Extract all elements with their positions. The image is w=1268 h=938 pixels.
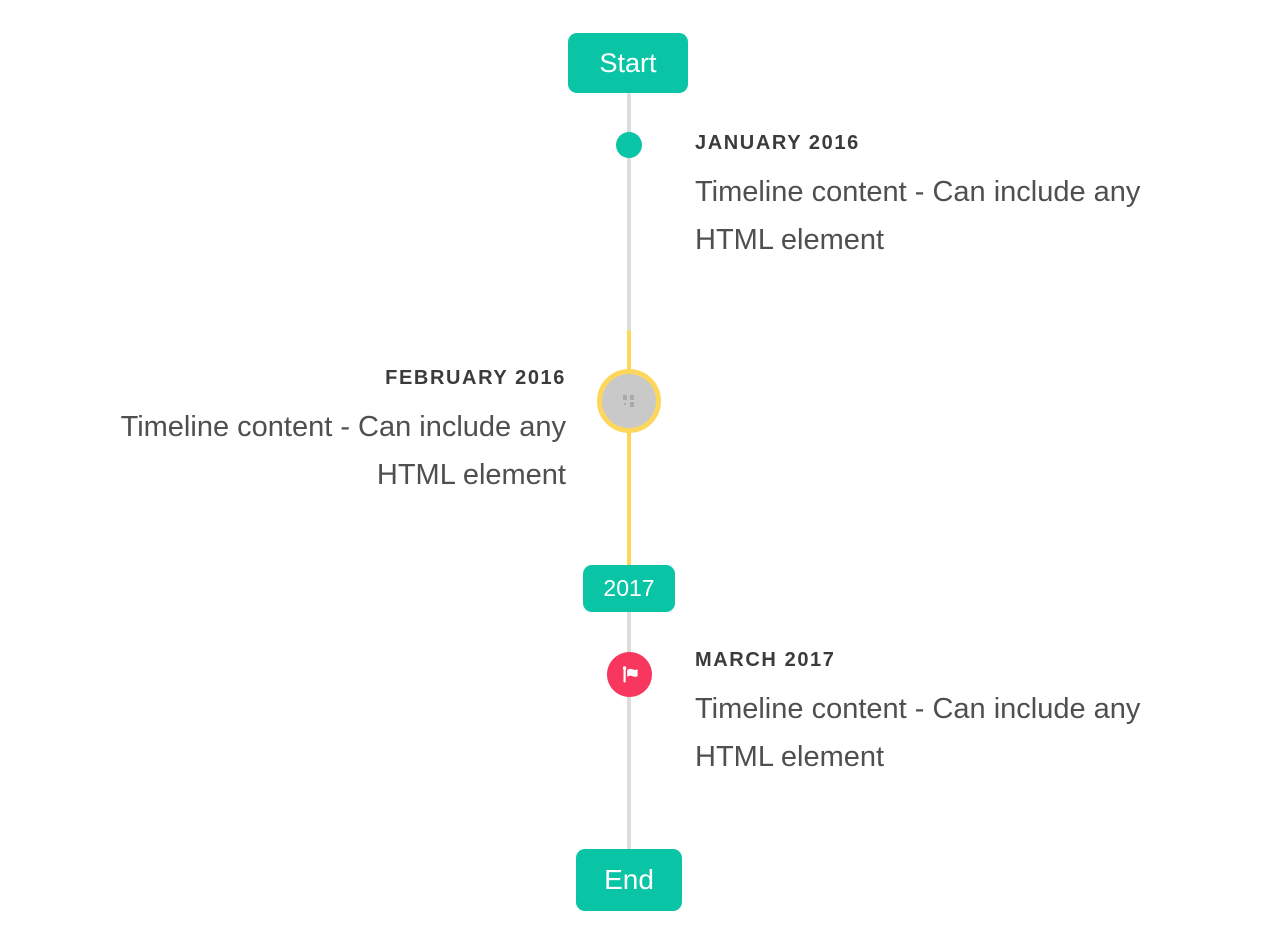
timeline-entry-march: MARCH 2017 Timeline content - Can includ… [695, 648, 1223, 781]
timeline-marker-image-circle [597, 369, 661, 433]
start-badge: Start [568, 33, 688, 93]
timeline-marker-flag-circle [607, 652, 652, 697]
entry-period-label: MARCH 2017 [695, 649, 836, 671]
entry-content-text: Timeline content - Can include any HTML … [695, 693, 1141, 773]
entry-content-text: Timeline content - Can include any HTML … [120, 411, 566, 491]
flag-icon [622, 665, 638, 682]
timeline-entry-january: JANUARY 2016 Timeline content - Can incl… [695, 131, 1223, 264]
broken-image-icon [623, 395, 634, 407]
entry-period-label: JANUARY 2016 [695, 132, 860, 154]
timeline-marker-dot [616, 132, 642, 158]
end-badge: End [576, 849, 682, 911]
entry-content-text: Timeline content - Can include any HTML … [695, 176, 1141, 256]
year-badge: 2017 [583, 565, 675, 612]
entry-period-label: FEBRUARY 2016 [385, 367, 566, 389]
timeline-line-highlight [627, 330, 631, 566]
timeline-entry-february: FEBRUARY 2016 Timeline content - Can inc… [36, 366, 566, 499]
